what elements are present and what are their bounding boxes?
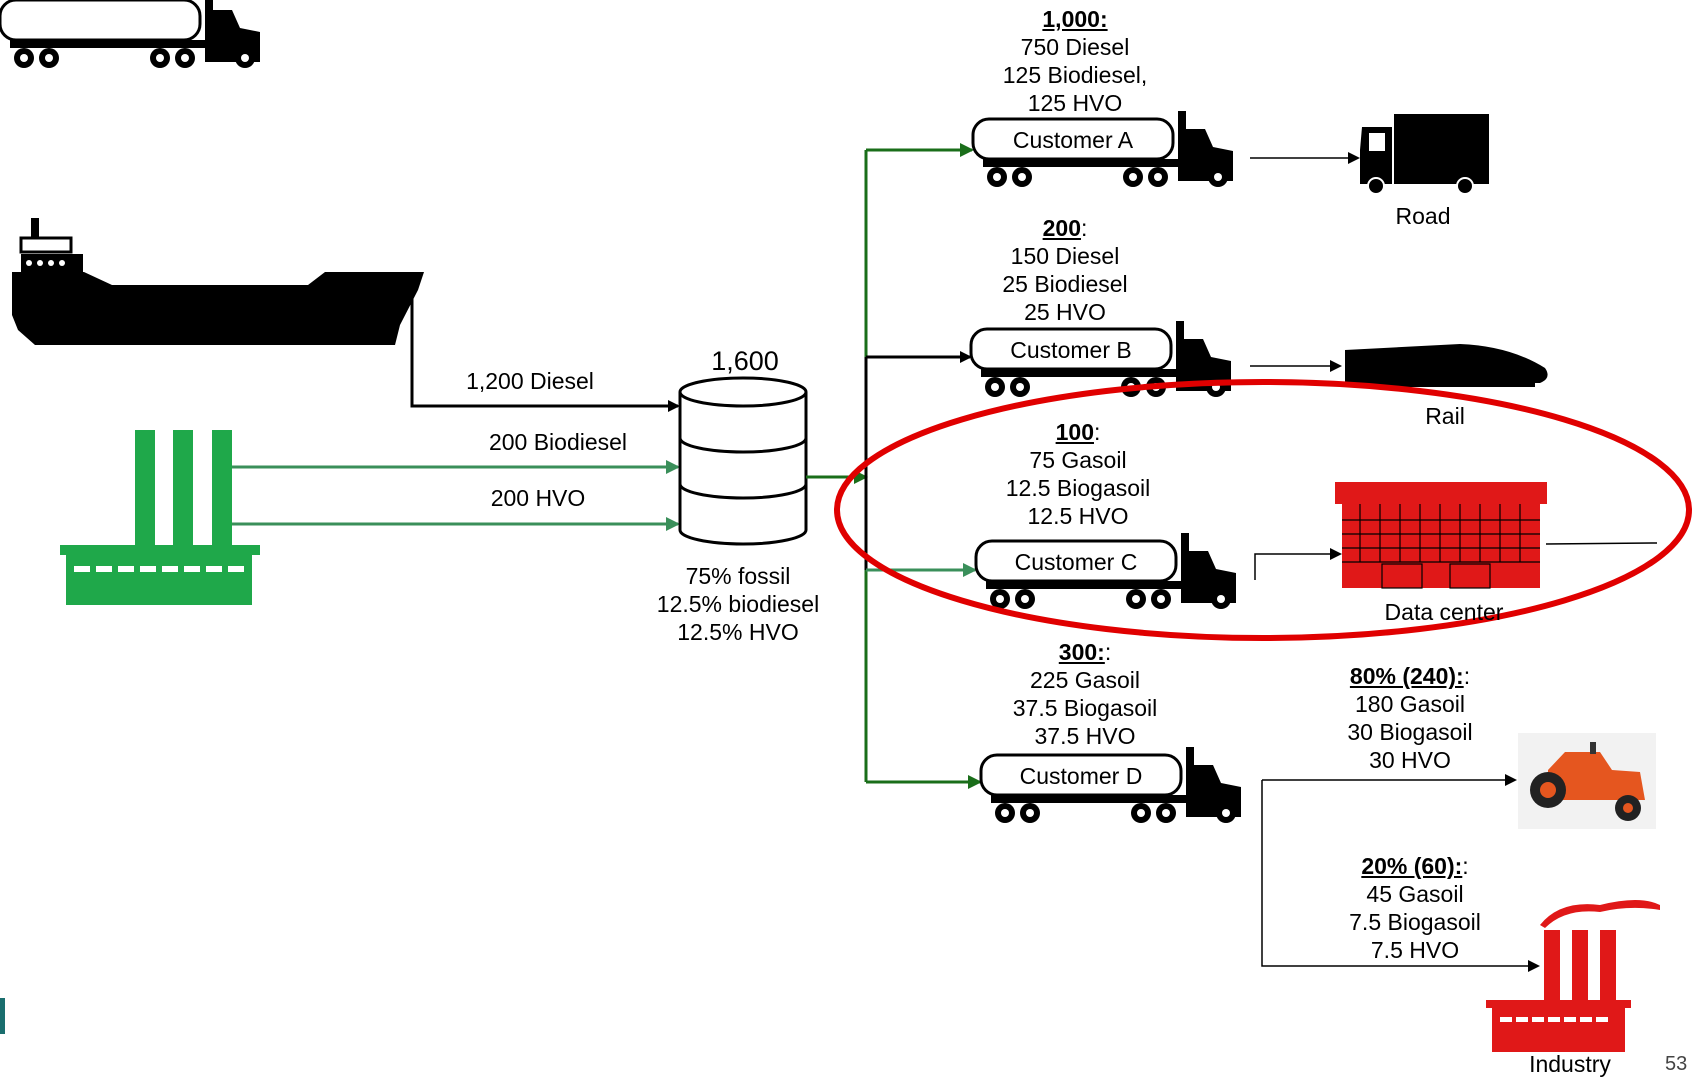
split-20-line: 7.5 HVO (1315, 936, 1515, 964)
customer-a-line: 750 Diesel (975, 33, 1175, 61)
train-icon (1345, 344, 1548, 387)
customer-b-line: 150 Diesel (965, 242, 1165, 270)
customer-a-line: 125 Biodiesel, (975, 61, 1175, 89)
split-20-colon: : (1462, 853, 1468, 879)
customer-b-total: 200 (1043, 215, 1081, 241)
customer-d-colon: : (1105, 639, 1111, 665)
customer-d-line: 37.5 HVO (985, 722, 1185, 750)
datacenter-output-line (1546, 543, 1657, 544)
rail-label: Rail (1400, 402, 1490, 430)
box-truck-icon (1360, 114, 1489, 194)
hvo-flow-label: 200 HVO (438, 484, 638, 512)
customer-c-volume-label: 100: 75 Gasoil 12.5 Biogasoil 12.5 HVO (978, 418, 1178, 530)
customer-c-total: 100 (1056, 419, 1094, 445)
customer-c-line: 12.5 Biogasoil (978, 474, 1178, 502)
tractor-icon (1518, 733, 1656, 829)
data-center-label: Data center (1364, 598, 1524, 626)
customer-c-line: 75 Gasoil (978, 446, 1178, 474)
customer-b-name: Customer B (981, 336, 1161, 364)
highlight-ellipse (837, 382, 1689, 638)
customer-b-colon: : (1081, 215, 1087, 241)
split-80-label: 80% (240):: 180 Gasoil 30 Biogasoil 30 H… (1310, 662, 1510, 774)
customer-c-line: 12.5 HVO (978, 502, 1178, 530)
customer-c-colon: : (1094, 419, 1100, 445)
customer-d-name: Customer D (991, 762, 1171, 790)
split-20-total: 20% (60): (1361, 853, 1462, 879)
arrow-c-to-datacenter (1255, 554, 1340, 580)
mix-hvo: 12.5% HVO (633, 618, 843, 646)
diesel-flow-label: 1,200 Diesel (430, 367, 630, 395)
customer-b-line: 25 Biodiesel (965, 270, 1165, 298)
customer-c-name: Customer C (986, 548, 1166, 576)
split-80-line: 30 HVO (1310, 746, 1510, 774)
mix-biodiesel: 12.5% biodiesel (633, 590, 843, 618)
customer-a-total: 1,000: (1042, 6, 1107, 32)
split-80-colon: : (1464, 663, 1470, 689)
customer-d-total: 300: (1059, 639, 1105, 665)
data-center-icon (1335, 482, 1547, 588)
split-80-total: 80% (240): (1350, 663, 1464, 689)
biodiesel-flow-label: 200 Biodiesel (458, 428, 658, 456)
split-20-label: 20% (60):: 45 Gasoil 7.5 Biogasoil 7.5 H… (1315, 852, 1515, 964)
slide-edge-mark (0, 998, 5, 1034)
split-80-line: 30 Biogasoil (1310, 718, 1510, 746)
customer-a-volume-label: 1,000: 750 Diesel 125 Biodiesel, 125 HVO (975, 5, 1175, 117)
ship-icon (12, 218, 424, 345)
customer-d-line: 37.5 Biogasoil (985, 694, 1185, 722)
page-number: 53 (1665, 1053, 1687, 1076)
customer-b-line: 25 HVO (965, 298, 1165, 326)
mix-fossil: 75% fossil (633, 562, 843, 590)
split-80-line: 180 Gasoil (1310, 690, 1510, 718)
customer-a-name: Customer A (983, 126, 1163, 154)
customer-d-volume-label: 300:: 225 Gasoil 37.5 Biogasoil 37.5 HVO (985, 638, 1185, 750)
storage-mix-label: 75% fossil 12.5% biodiesel 12.5% HVO (633, 562, 843, 646)
customer-a-line: 125 HVO (975, 89, 1175, 117)
customer-d-line: 225 Gasoil (985, 666, 1185, 694)
tanker-truck-icon (0, 0, 260, 68)
storage-tank-icon (680, 378, 806, 544)
split-20-line: 7.5 Biogasoil (1315, 908, 1515, 936)
factory-icon (60, 430, 260, 605)
split-20-line: 45 Gasoil (1315, 880, 1515, 908)
industry-label: Industry (1510, 1050, 1630, 1078)
customer-b-volume-label: 200: 150 Diesel 25 Biodiesel 25 HVO (965, 214, 1165, 326)
storage-total-label: 1,600 (690, 345, 800, 377)
road-label: Road (1378, 202, 1468, 230)
